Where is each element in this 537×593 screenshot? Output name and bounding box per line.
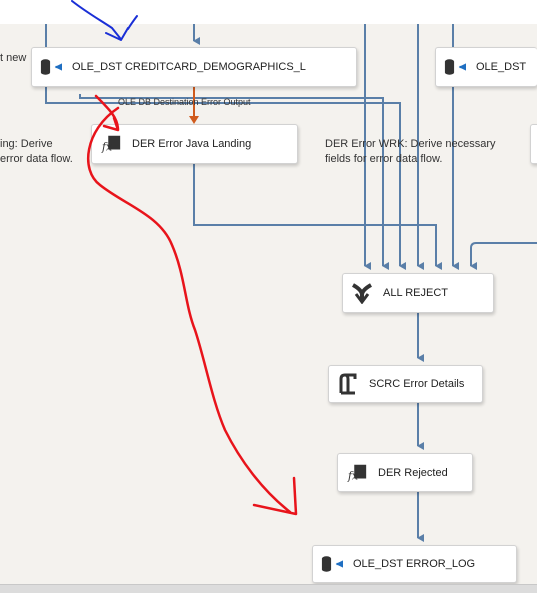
node-label: DER Error Java Landing xyxy=(132,138,252,150)
blue-pen-stroke xyxy=(71,0,138,41)
node-label: ALL REJECT xyxy=(383,287,449,299)
connector-path[interactable] xyxy=(79,94,389,270)
error-output-arrowhead xyxy=(189,116,199,124)
error-output-label[interactable]: OLE DB Destination Error Output xyxy=(118,97,251,107)
ole-dst-right-node[interactable]: OLE_DST xyxy=(435,47,537,87)
svg-text:fx: fx xyxy=(101,140,113,153)
node-label: OLE_DST ERROR_LOG xyxy=(353,558,476,570)
ole-dst-creditcard-node[interactable]: OLE_DST CREDITCARD_DEMOGRAPHICS_L xyxy=(31,47,357,87)
database-arrow-icon xyxy=(321,553,343,575)
connector-path[interactable] xyxy=(470,242,537,270)
database-arrow-icon xyxy=(40,56,62,78)
database-arrow-icon xyxy=(444,56,466,78)
red-pen-stroke-long xyxy=(86,106,292,514)
annotation-line: error data flow. xyxy=(0,153,73,165)
annotation-left-top[interactable]: t new xyxy=(0,52,27,64)
fx-icon: fx xyxy=(346,462,368,484)
scrc-error-details-node[interactable]: SCRC Error Details xyxy=(328,365,483,403)
node-label: OLE_DST CREDITCARD_DEMOGRAPHICS_L xyxy=(72,61,306,73)
annotation-line: ing: Derive xyxy=(0,138,53,150)
ole-dst-error-log-node[interactable]: OLE_DST ERROR_LOG xyxy=(312,545,517,583)
connector-path[interactable] xyxy=(193,163,442,270)
annotation-line: DER Error WRK: Derive necessary xyxy=(325,138,496,150)
node-label: OLE_DST xyxy=(476,61,527,73)
script-scroll-icon xyxy=(337,373,359,395)
der-error-wrk-node[interactable] xyxy=(530,124,537,164)
fx-icon: fx xyxy=(100,133,122,155)
merge-icon xyxy=(351,282,373,304)
all-reject-node[interactable]: ALL REJECT xyxy=(342,273,494,313)
annotation-line: fields for error data flow. xyxy=(325,153,443,165)
node-label: SCRC Error Details xyxy=(369,378,465,390)
node-label: DER Rejected xyxy=(378,466,448,479)
svg-text:fx: fx xyxy=(347,469,359,482)
der-error-java-landing-node[interactable]: fx DER Error Java Landing xyxy=(91,124,298,164)
annotation-left-mid[interactable]: ing: Derive error data flow. xyxy=(0,137,73,167)
der-rejected-node[interactable]: fx DER Rejected xyxy=(337,453,473,492)
bottom-scrollbar[interactable] xyxy=(0,584,537,593)
annotation-der-error-wrk[interactable]: DER Error WRK: Derive necessary fields f… xyxy=(325,137,496,167)
red-pen-arrow-lower xyxy=(252,476,298,516)
